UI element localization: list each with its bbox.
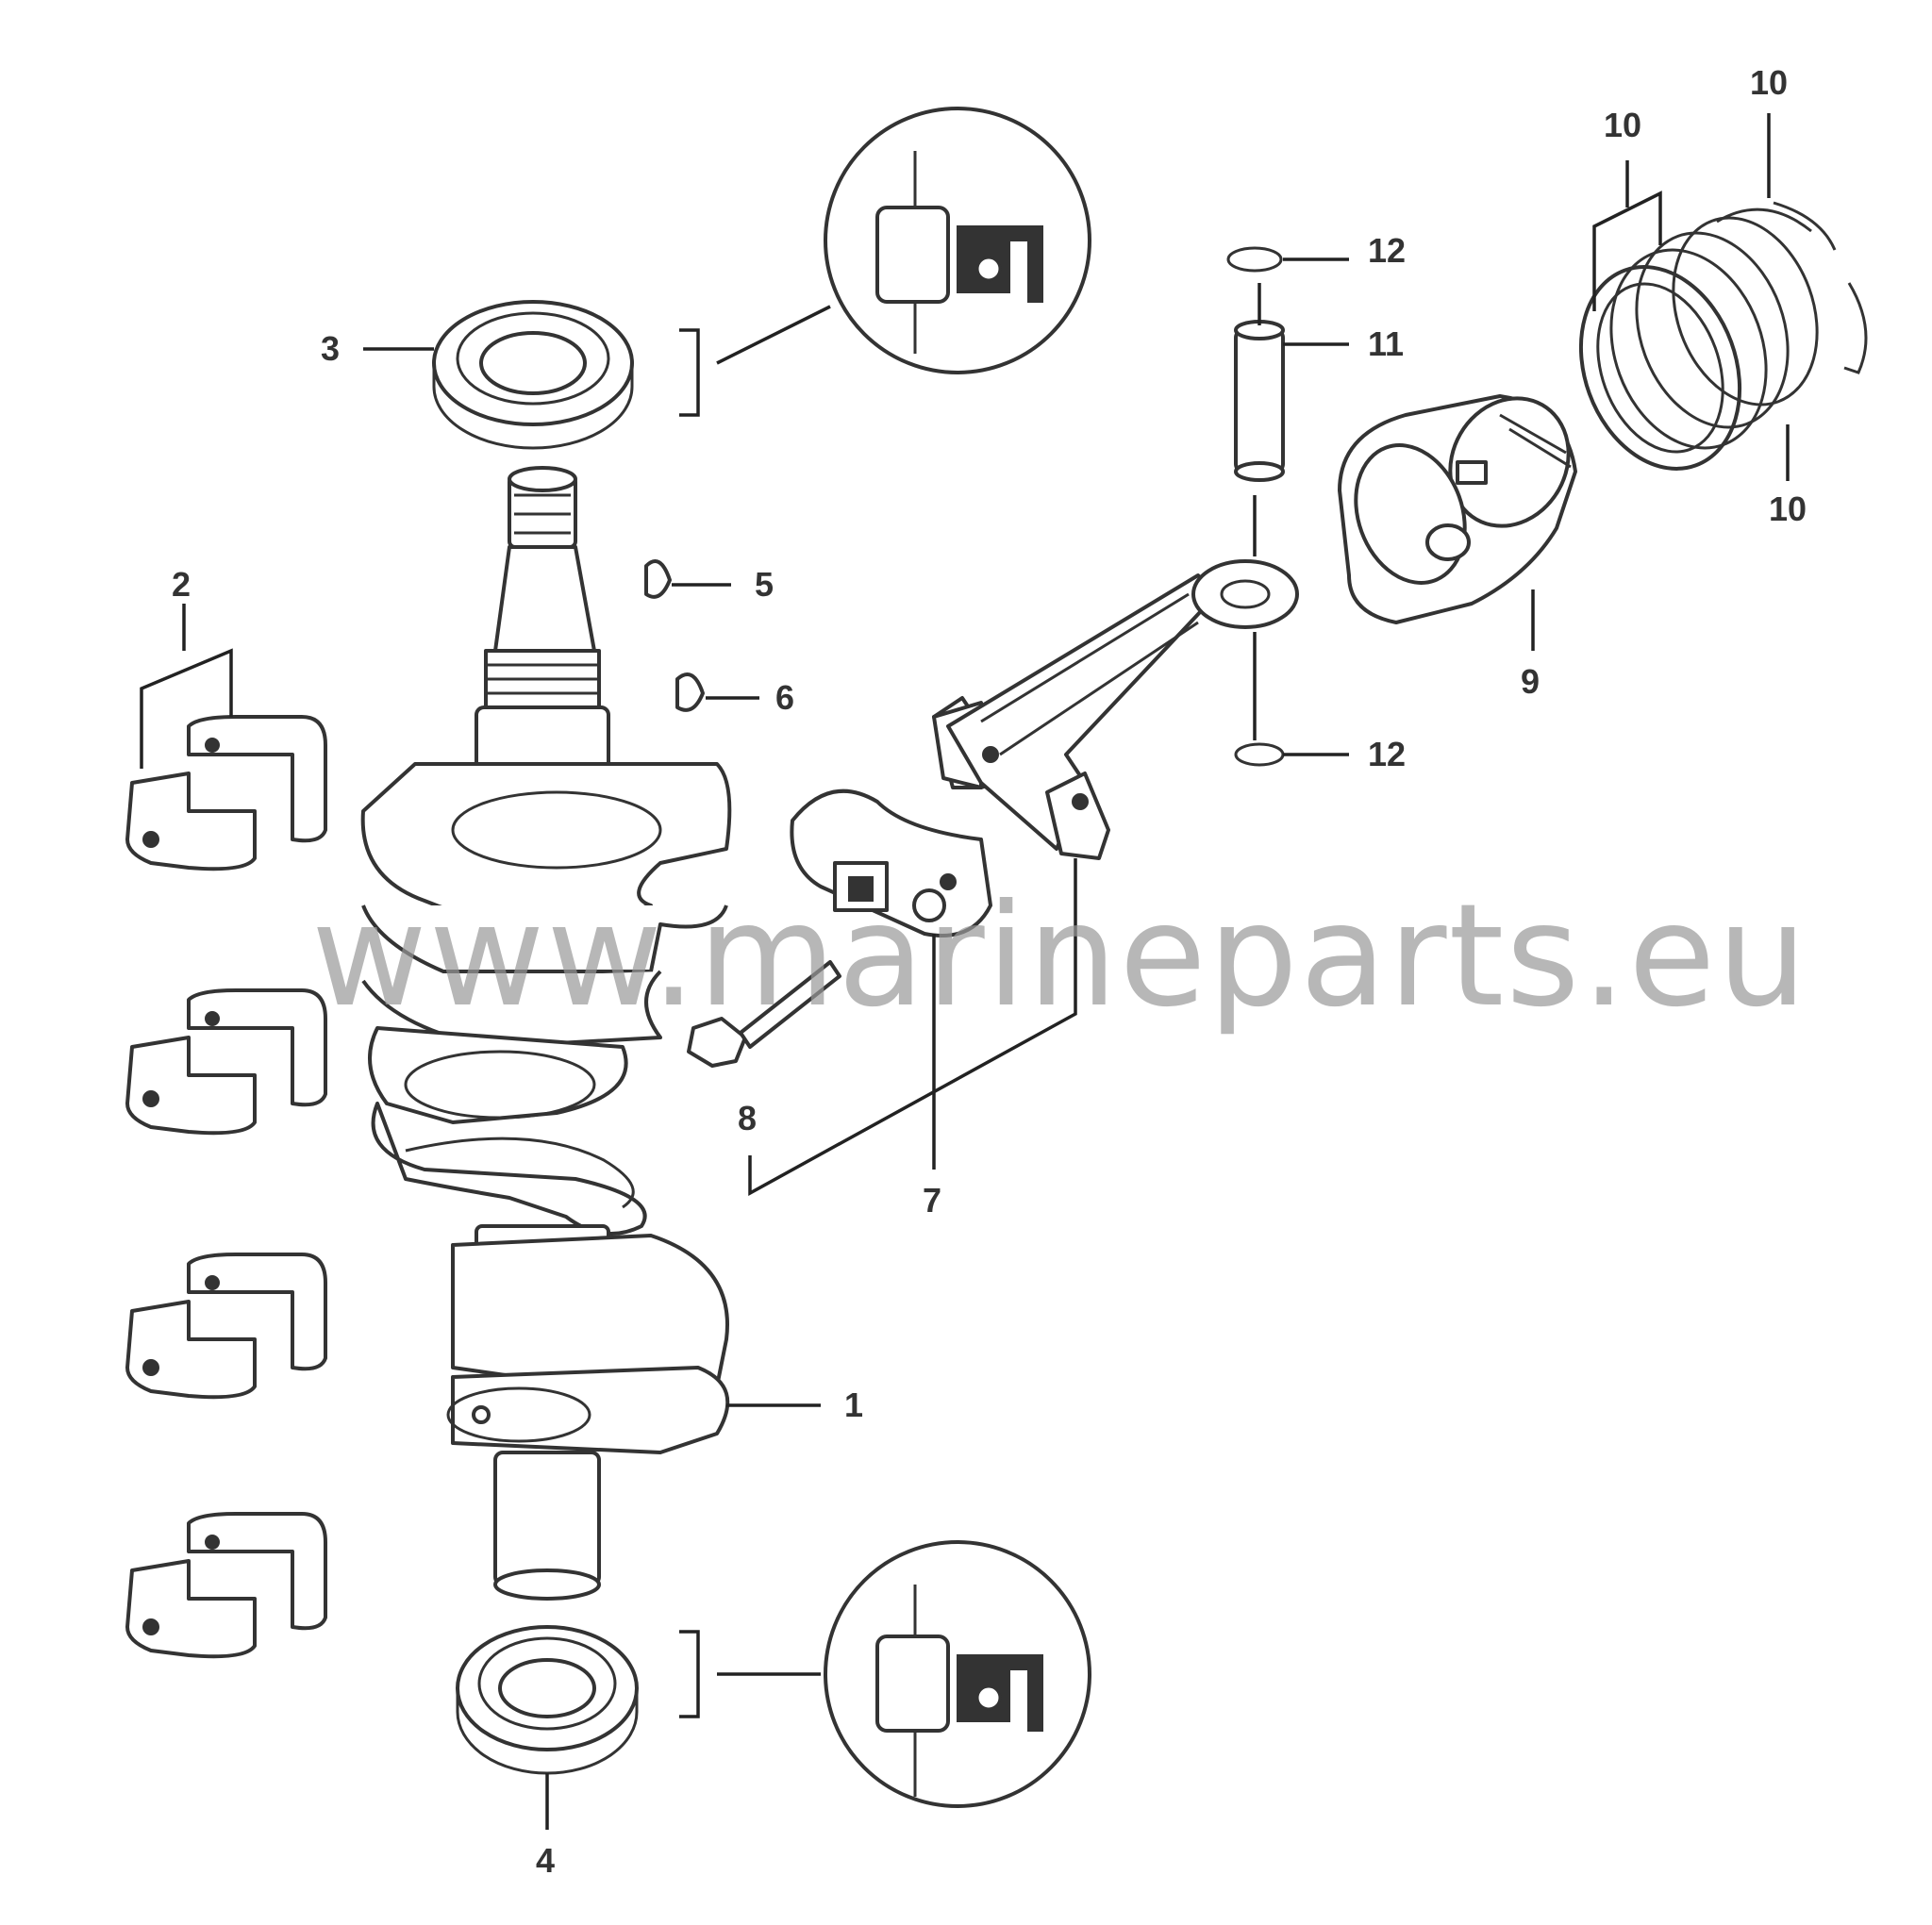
oil-seal-top — [432, 300, 634, 450]
callout-10-bottom: 10 — [1769, 490, 1807, 528]
circlip-bottom — [1234, 742, 1285, 767]
main-bearing-3 — [125, 1253, 327, 1400]
watermark: www.marineparts.eu — [311, 874, 1809, 1038]
callout-1: 1 — [844, 1386, 863, 1424]
seal-detail-top — [824, 107, 1091, 374]
circlip-top — [1226, 246, 1283, 273]
callout-3: 3 — [321, 329, 340, 368]
callout-8: 8 — [738, 1099, 757, 1137]
piston-rings — [1578, 201, 1868, 471]
callout-12-bottom: 12 — [1368, 735, 1406, 773]
connecting-rod — [932, 559, 1299, 860]
callout-6: 6 — [775, 678, 794, 717]
crankshaft — [360, 466, 732, 1601]
callout-4: 4 — [536, 1841, 555, 1880]
piston-pin — [1234, 320, 1285, 482]
oil-seal-bottom — [456, 1625, 639, 1775]
callout-10-top: 10 — [1750, 63, 1788, 102]
callout-10-left: 10 — [1604, 106, 1641, 144]
main-bearing-1 — [125, 715, 327, 871]
piston — [1338, 394, 1577, 624]
main-bearing-4 — [125, 1512, 327, 1659]
rod-bolt — [687, 960, 841, 1068]
rod-cap — [790, 788, 992, 938]
callout-11: 11 — [1368, 324, 1404, 363]
seal-detail-bottom — [824, 1540, 1091, 1808]
callout-9: 9 — [1521, 662, 1540, 701]
woodruff-key-5 — [644, 559, 672, 599]
callout-2: 2 — [172, 565, 191, 604]
main-bearing-2 — [125, 988, 327, 1136]
woodruff-key-6 — [675, 672, 705, 712]
callout-5: 5 — [755, 565, 774, 604]
callout-7: 7 — [923, 1181, 941, 1220]
callout-12-top: 12 — [1368, 231, 1406, 270]
